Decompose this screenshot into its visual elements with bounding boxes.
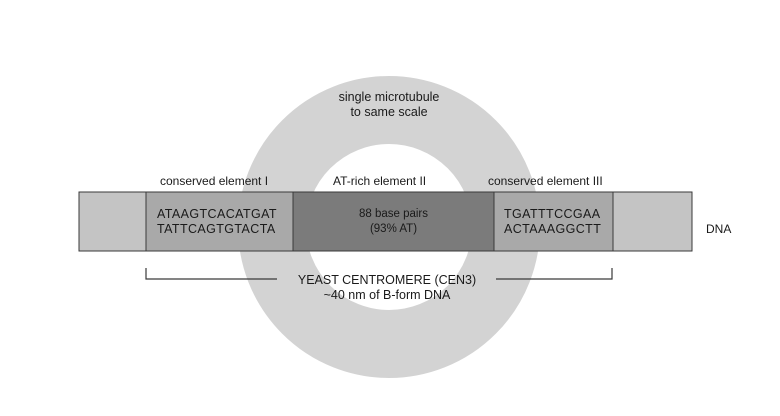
- element-2-composition: (93% AT): [369, 223, 418, 235]
- conserved-element-1-box: [145, 191, 294, 252]
- element-2-label: AT-rich element II: [333, 174, 427, 188]
- dna-label: DNA: [706, 222, 732, 236]
- element-2-text: 88 base pairs (93% AT): [315, 207, 472, 237]
- conserved-element-3-box: [493, 191, 614, 252]
- element-3-sequence-top: TGATTTCCGAA: [504, 207, 601, 221]
- dna-segment-left: [78, 191, 147, 252]
- element-1-label: conserved element I: [160, 174, 269, 188]
- centromere-length: ~40 nm of B-form DNA: [323, 288, 451, 302]
- element-2-length: 88 base pairs: [358, 208, 429, 220]
- element-1-sequence: ATAAGTCACATGAT TATTCAGTGTACTA: [157, 207, 277, 237]
- microtubule-label: single microtubule to same scale: [318, 90, 460, 120]
- centromere-bracket: [145, 268, 613, 280]
- element-3-sequence: TGATTTCCGAA ACTAAAGGCTT: [504, 207, 601, 237]
- element-1-sequence-top: ATAAGTCACATGAT: [157, 207, 277, 221]
- centromere-label: YEAST CENTROMERE (CEN3) ~40 nm of B-form…: [270, 273, 504, 303]
- centromere-name: YEAST CENTROMERE (CEN3): [297, 273, 477, 287]
- dna-segment-right: [612, 191, 693, 252]
- microtubule-label-line-2: to same scale: [350, 105, 428, 119]
- microtubule-label-line-1: single microtubule: [338, 90, 440, 104]
- element-1-sequence-bottom: TATTCAGTGTACTA: [157, 222, 276, 236]
- element-3-sequence-bottom: ACTAAAGGCTT: [504, 222, 602, 236]
- element-3-label: conserved element III: [488, 174, 603, 188]
